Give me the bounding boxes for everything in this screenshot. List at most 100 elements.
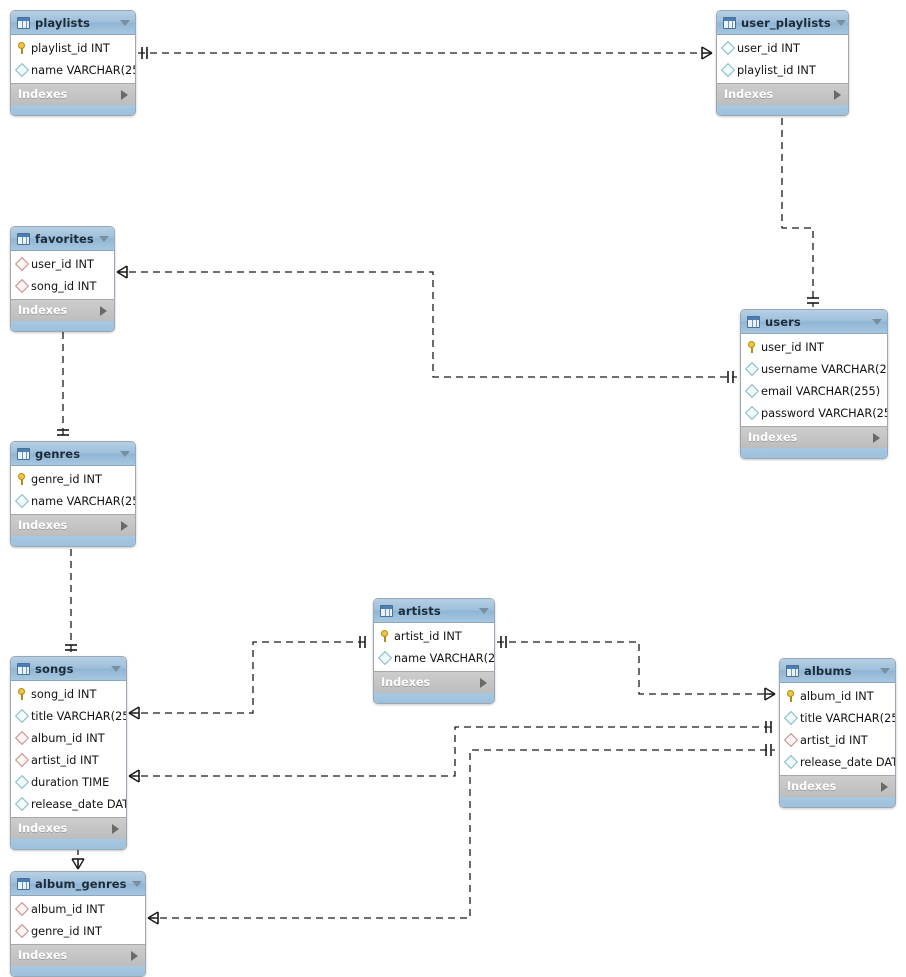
column-row[interactable]: release_date DATE xyxy=(780,751,895,773)
column-row[interactable]: username VARCHAR(255) xyxy=(741,358,887,380)
column-label: password VARCHAR(255) xyxy=(761,406,887,420)
column-row[interactable]: password VARCHAR(255) xyxy=(741,402,887,424)
chevron-right-icon[interactable] xyxy=(100,305,107,316)
column-row[interactable]: release_date DATE xyxy=(11,793,126,815)
chevron-right-icon[interactable] xyxy=(121,89,128,100)
chevron-right-icon[interactable] xyxy=(873,432,880,443)
column-label: release_date DATE xyxy=(800,755,896,769)
column-list: user_id INT username VARCHAR(255) email VA… xyxy=(741,334,887,426)
column-row[interactable]: playlist_id INT xyxy=(717,59,848,81)
table-header-genres[interactable]: genres xyxy=(11,442,135,466)
column-row[interactable]: email VARCHAR(255) xyxy=(741,380,887,402)
chevron-right-icon[interactable] xyxy=(881,781,888,792)
column-row[interactable]: name VARCHAR(255) xyxy=(374,647,494,669)
chevron-down-icon[interactable] xyxy=(835,19,846,26)
column-row[interactable]: playlist_id INT xyxy=(11,37,135,59)
table-icon xyxy=(380,604,393,617)
chevron-down-icon[interactable] xyxy=(131,880,142,887)
relationship-artists-albums[interactable] xyxy=(497,636,776,701)
table-header-album_genres[interactable]: album_genres xyxy=(11,872,145,896)
column-row[interactable]: title VARCHAR(255) xyxy=(780,707,895,729)
indexes-section-artists[interactable]: Indexes xyxy=(374,671,494,693)
chevron-down-icon[interactable] xyxy=(872,318,882,325)
column-row[interactable]: user_id INT xyxy=(717,37,848,59)
relationship-songs-albums[interactable] xyxy=(128,721,775,783)
table-footer xyxy=(374,693,494,703)
column-row[interactable]: album_id INT xyxy=(11,727,126,749)
table-header-playlists[interactable]: playlists xyxy=(11,11,135,35)
column-row[interactable]: user_id INT xyxy=(741,336,887,358)
indexes-label: Indexes xyxy=(18,88,68,101)
indexes-section-songs[interactable]: Indexes xyxy=(11,817,126,839)
column-row[interactable]: album_id INT xyxy=(11,898,145,920)
column-label: email VARCHAR(255) xyxy=(761,384,881,398)
column-row[interactable]: name VARCHAR(255) xyxy=(11,59,135,81)
chevron-down-icon[interactable] xyxy=(111,665,121,672)
column-label: artist_id INT xyxy=(31,753,99,767)
column-row[interactable]: genre_id INT xyxy=(11,920,145,942)
column-diamond-icon xyxy=(14,708,30,724)
column-row[interactable]: duration TIME xyxy=(11,771,126,793)
relationship-genres-songs[interactable] xyxy=(65,537,77,654)
chevron-right-icon[interactable] xyxy=(480,677,487,688)
column-row[interactable]: song_id INT xyxy=(11,275,114,297)
column-row[interactable]: title VARCHAR(255) xyxy=(11,705,126,727)
chevron-right-icon[interactable] xyxy=(112,823,119,834)
relationship-album_genres-albums[interactable] xyxy=(147,744,775,925)
chevron-down-icon[interactable] xyxy=(880,667,890,674)
indexes-section-albums[interactable]: Indexes xyxy=(780,775,895,797)
table-footer xyxy=(741,448,887,458)
chevron-right-icon[interactable] xyxy=(121,520,128,531)
chevron-down-icon[interactable] xyxy=(120,450,130,457)
indexes-section-genres[interactable]: Indexes xyxy=(11,514,135,536)
table-name-label: users xyxy=(765,314,801,329)
column-row[interactable]: artist_id INT xyxy=(374,625,494,647)
table-users[interactable]: users user_id INT username VARCHAR(255) ema… xyxy=(740,309,888,459)
chevron-down-icon[interactable] xyxy=(120,19,130,26)
chevron-down-icon[interactable] xyxy=(99,235,109,242)
pk-key-icon xyxy=(17,42,27,54)
relationship-user_playlists-users[interactable] xyxy=(775,95,819,307)
column-row[interactable]: album_id INT xyxy=(780,685,895,707)
column-row[interactable]: name VARCHAR(255) xyxy=(11,490,135,512)
column-label: album_id INT xyxy=(31,902,105,916)
indexes-section-favorites[interactable]: Indexes xyxy=(11,299,114,321)
table-header-albums[interactable]: albums xyxy=(780,659,895,683)
column-row[interactable]: genre_id INT xyxy=(11,468,135,490)
column-diamond-icon xyxy=(14,493,30,509)
relationship-playlists-user_playlists[interactable] xyxy=(138,46,713,60)
relationship-favorites-users[interactable] xyxy=(116,265,737,383)
indexes-section-users[interactable]: Indexes xyxy=(741,426,887,448)
column-row[interactable]: user_id INT xyxy=(11,253,114,275)
fk-diamond-icon xyxy=(14,278,30,294)
indexes-section-playlists[interactable]: Indexes xyxy=(11,83,135,105)
column-diamond-icon xyxy=(783,754,799,770)
column-row[interactable]: artist_id INT xyxy=(780,729,895,751)
indexes-section-album_genres[interactable]: Indexes xyxy=(11,944,145,966)
column-row[interactable]: song_id INT xyxy=(11,683,126,705)
chevron-down-icon[interactable] xyxy=(479,607,489,614)
column-label: username VARCHAR(255) xyxy=(761,362,887,376)
table-header-artists[interactable]: artists xyxy=(374,599,494,623)
table-header-users[interactable]: users xyxy=(741,310,887,334)
table-album_genres[interactable]: album_genres album_id INT genre_id INT Inde… xyxy=(10,871,146,977)
indexes-label: Indexes xyxy=(787,780,837,793)
chevron-right-icon[interactable] xyxy=(131,950,138,961)
indexes-section-user_playlists[interactable]: Indexes xyxy=(717,83,848,105)
relationship-songs-artists[interactable] xyxy=(128,636,369,720)
table-footer xyxy=(717,105,848,115)
column-row[interactable]: artist_id INT xyxy=(11,749,126,771)
indexes-label: Indexes xyxy=(18,949,68,962)
table-header-songs[interactable]: songs xyxy=(11,657,126,681)
table-header-user_playlists[interactable]: user_playlists xyxy=(717,11,848,35)
chevron-right-icon[interactable] xyxy=(834,89,841,100)
table-header-favorites[interactable]: favorites xyxy=(11,227,114,251)
